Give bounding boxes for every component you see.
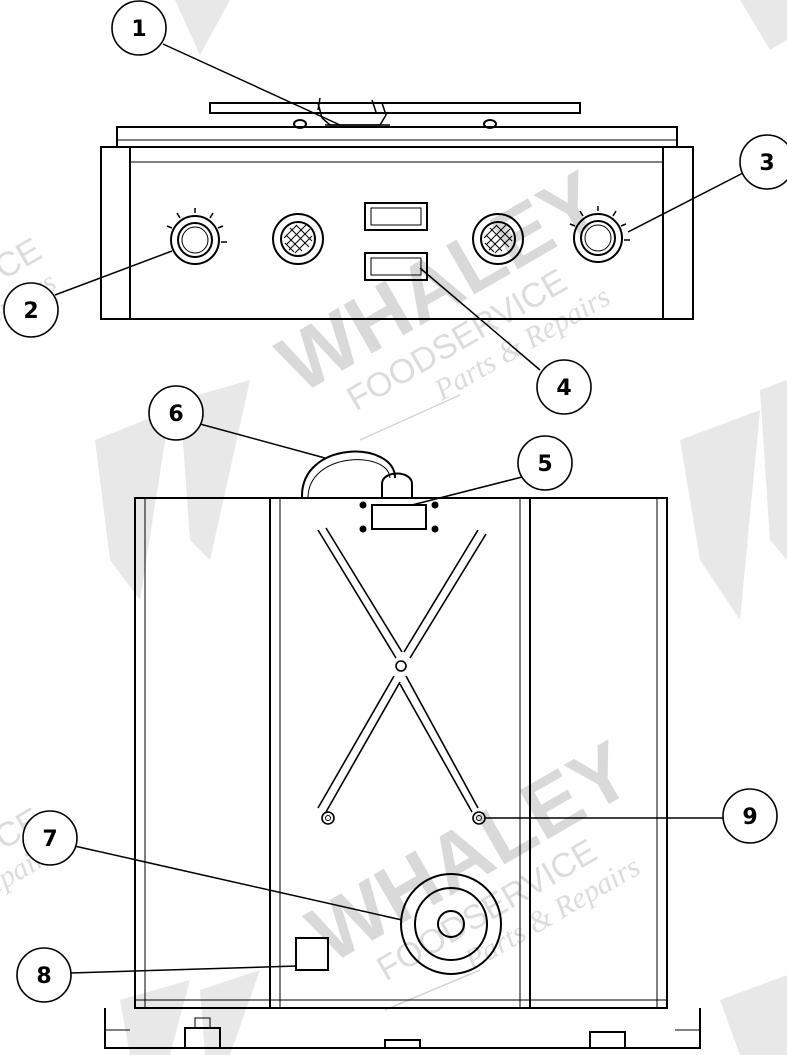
heating-element-x <box>317 527 487 825</box>
power-cord <box>300 450 396 499</box>
vent-grille-right <box>472 213 524 265</box>
top-plate <box>209 102 581 114</box>
callout-5-label: 5 <box>537 452 552 477</box>
callout-6-label: 6 <box>168 402 183 427</box>
base-frame <box>134 497 668 1009</box>
callout-1: 1 <box>111 0 167 56</box>
rocker-switch-upper <box>364 202 428 231</box>
screw-top-right <box>483 119 497 129</box>
screw-top-left <box>293 119 307 129</box>
cord-strain-relief <box>381 472 413 498</box>
callout-2: 2 <box>3 282 59 338</box>
top-clip <box>317 97 390 126</box>
foot-bracket-right <box>589 1031 626 1049</box>
callout-4: 4 <box>536 359 592 415</box>
callout-8: 8 <box>16 947 72 1003</box>
rating-plate <box>371 504 427 530</box>
callout-9: 9 <box>722 788 778 844</box>
callout-1-label: 1 <box>131 17 146 42</box>
thermostat-knob-left <box>166 208 227 265</box>
callout-7-label: 7 <box>42 827 57 852</box>
callout-7: 7 <box>22 810 78 866</box>
callout-9-label: 9 <box>742 805 757 830</box>
thermostat-knob-right <box>569 206 630 263</box>
callout-2-label: 2 <box>23 299 38 324</box>
callout-5: 5 <box>517 435 573 491</box>
callout-bubbles: 1 2 3 4 5 6 7 8 <box>3 0 787 1003</box>
front-panel <box>100 146 694 320</box>
control-panel-view <box>100 97 694 320</box>
foot-bracket-center <box>384 1039 421 1049</box>
callout-4-label: 4 <box>556 376 571 401</box>
leader-lines <box>54 43 744 974</box>
callout-3: 3 <box>739 134 787 190</box>
callout-6: 6 <box>148 385 204 441</box>
callout-8-label: 8 <box>36 964 51 989</box>
underside-view <box>104 450 701 1049</box>
center-thermostat-disc <box>400 873 502 975</box>
rocker-switch-lower <box>364 252 428 281</box>
callout-3-label: 3 <box>759 151 774 176</box>
reset-switch <box>295 937 329 971</box>
top-rim <box>116 126 678 148</box>
vent-grille-left <box>272 213 324 265</box>
